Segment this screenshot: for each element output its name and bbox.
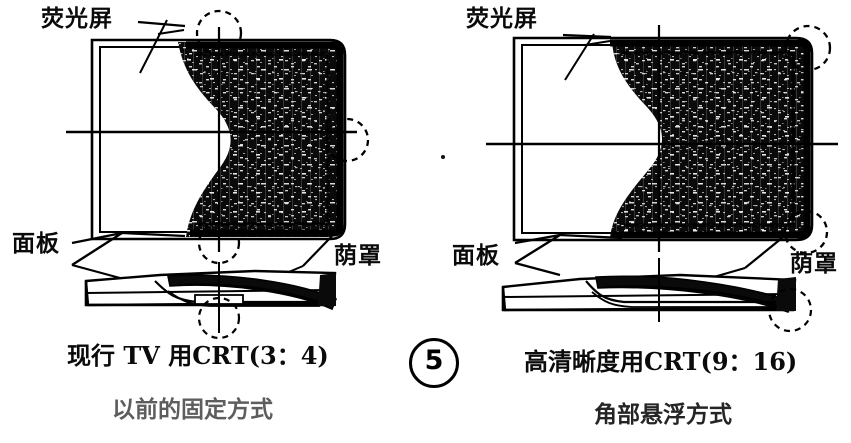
left-detail-circle-right [324, 117, 370, 163]
left-label-fluorescent-screen: 荧光屏 [41, 6, 113, 32]
left-caption: 现行 TV 用CRT(3：4) [67, 341, 329, 370]
right-crt-front-view [441, 24, 838, 255]
left-subcaption: 以前的固定方式 [112, 396, 273, 423]
left-crt-side-view [71, 231, 338, 340]
left-label-panel: 面板 [12, 231, 60, 257]
left-detail-circle-top [195, 9, 243, 57]
right-label-shadow-mask: 荫罩 [790, 251, 838, 277]
figure-number-badge: 5 [409, 338, 459, 388]
right-subcaption: 角部悬浮方式 [594, 401, 732, 428]
left-crt-front-view [66, 9, 370, 265]
left-detail-circle-bottom [197, 221, 241, 265]
right-caption: 高清晰度用CRT(9：16) [524, 347, 798, 376]
right-detail-circle-bottom-corner [783, 209, 829, 255]
right-detail-circle-top-corner [784, 24, 832, 72]
right-side-detail-circle [767, 287, 813, 333]
right-crt-side-view [501, 233, 813, 333]
left-side-detail-circle [197, 296, 241, 340]
right-label-fluorescent-screen: 荧光屏 [466, 6, 538, 32]
right-label-panel: 面板 [452, 243, 500, 269]
left-label-shadow-mask: 荫罩 [334, 243, 382, 269]
